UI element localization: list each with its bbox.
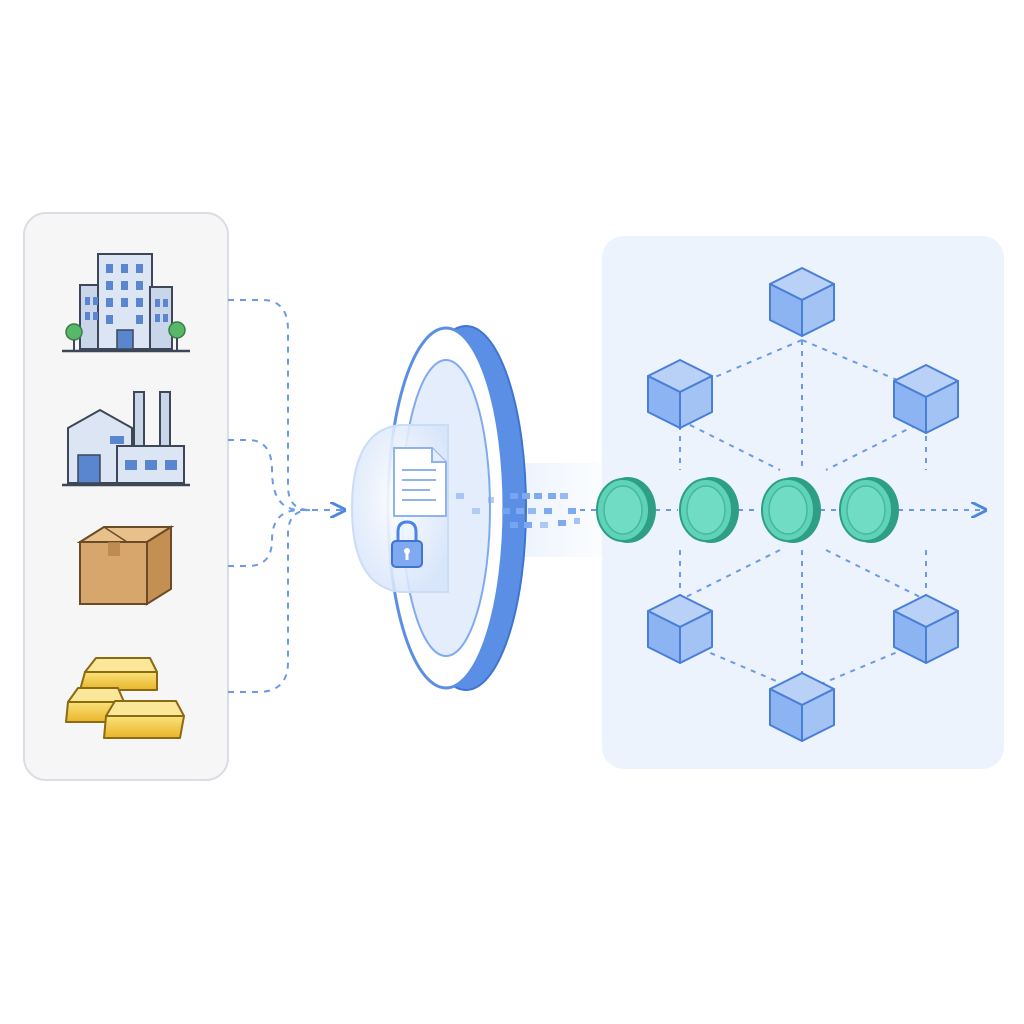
- connector-factory: [228, 439, 301, 511]
- connector-gold: [228, 509, 311, 693]
- tokens: [596, 477, 899, 543]
- factory-icon: [62, 391, 190, 487]
- cube-node: [893, 594, 959, 664]
- gold-bars-icon: [65, 657, 185, 739]
- lock-icon: [391, 520, 423, 568]
- cube-node: [769, 672, 835, 742]
- token: [839, 477, 899, 543]
- tokenization-gateway: [350, 325, 527, 691]
- cube-node: [893, 364, 959, 434]
- building-icon: [62, 253, 190, 353]
- cube-node: [647, 594, 713, 664]
- document-icon: [393, 447, 447, 517]
- asset-panel: [23, 212, 229, 781]
- connector-building: [228, 299, 311, 511]
- token: [596, 477, 656, 543]
- data-particles: [456, 493, 580, 528]
- cube-node: [769, 267, 835, 337]
- token: [679, 477, 739, 543]
- network-nodes: [647, 267, 959, 742]
- connector-box: [228, 509, 301, 567]
- asset-connectors: [228, 299, 343, 693]
- token: [761, 477, 821, 543]
- box-icon: [76, 525, 175, 606]
- cube-node: [647, 359, 713, 429]
